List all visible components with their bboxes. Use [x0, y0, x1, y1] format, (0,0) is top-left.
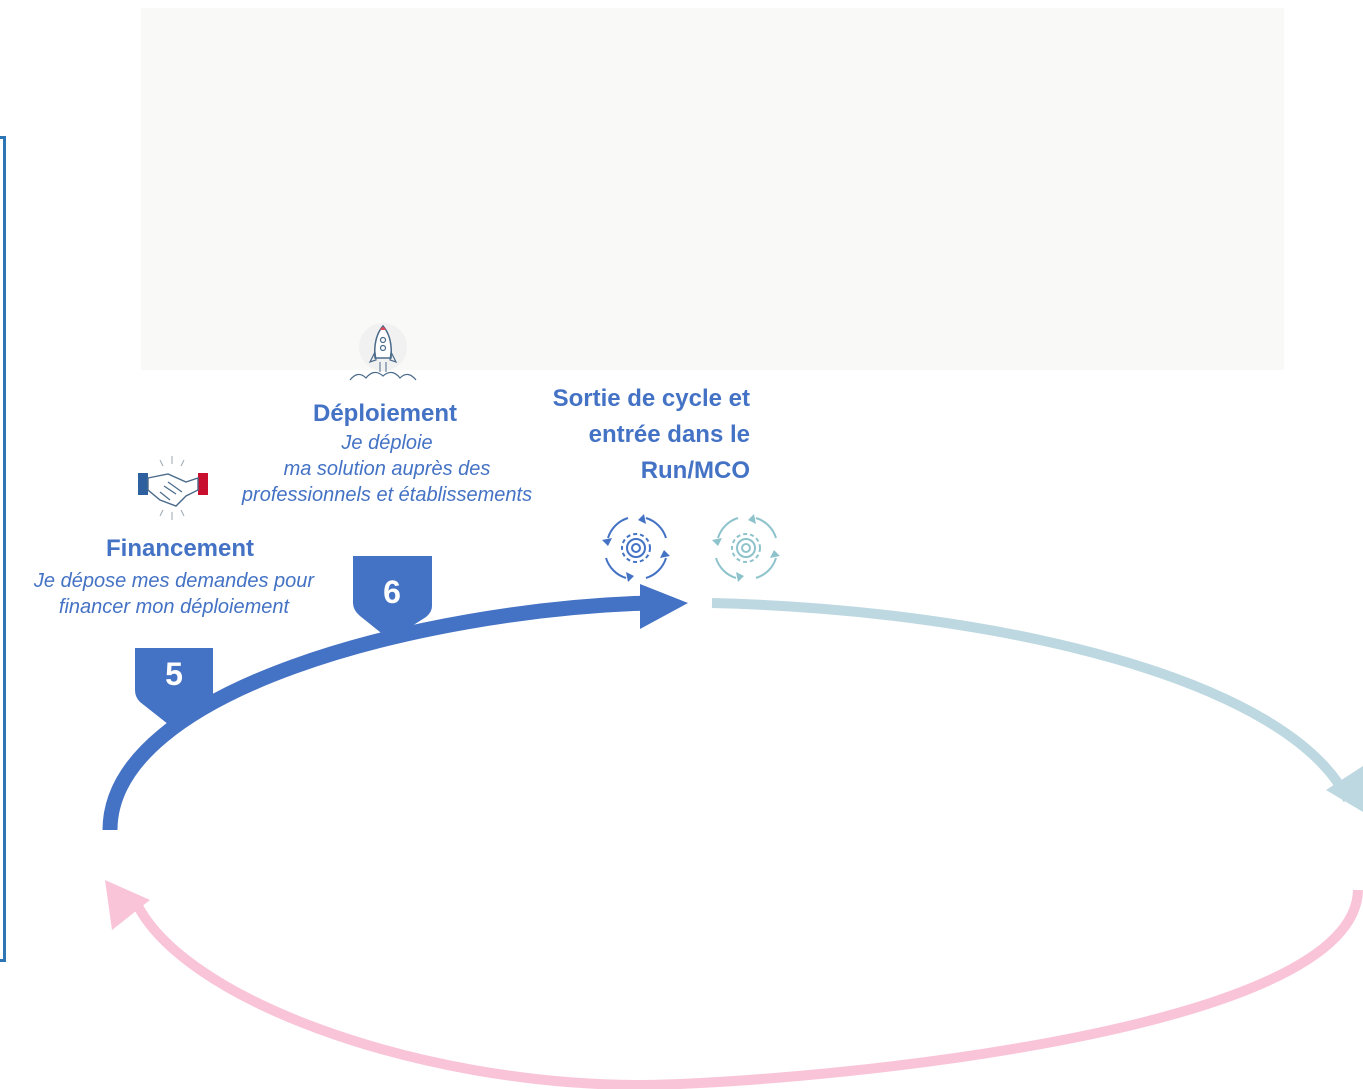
gear-cycle-icon-upcoming: [712, 514, 780, 582]
deploiement-description: Je déploie ma solution auprès des profes…: [192, 430, 582, 508]
deploiement-title: Déploiement: [312, 400, 458, 427]
deploiement-description-line3: professionnels et établissements: [241, 484, 533, 506]
active-arc: [102, 595, 649, 831]
exit-title-line2: entrée dans le: [588, 421, 750, 448]
financement-description: Je dépose mes demandes pour financer mon…: [33, 570, 315, 618]
step-6-number: 6: [383, 574, 401, 610]
step-6-marker: [353, 556, 432, 640]
return-arrow-head: [105, 880, 150, 930]
exit-title: Sortie de cycle et entrée dans le Run/MC…: [470, 381, 750, 489]
upcoming-arc: [711, 598, 1353, 803]
active-arrow-head: [640, 584, 688, 629]
rocket-icon: [349, 323, 417, 381]
return-arc: [130, 889, 1363, 1089]
upcoming-arrow-head: [1326, 766, 1363, 812]
gear-cycle-icon-active: [602, 514, 670, 582]
exit-title-line1: Sortie de cycle et: [552, 385, 750, 412]
handshake-icon: [138, 456, 208, 520]
deploiement-description-line2: ma solution auprès des: [283, 458, 491, 480]
step-5-number: 5: [165, 656, 183, 692]
deploiement-description-line1: Je déploie: [341, 432, 433, 454]
exit-title-line3: Run/MCO: [640, 457, 750, 484]
background-panel: [141, 8, 1284, 370]
left-bracket: [0, 136, 6, 962]
step-5-marker: [135, 648, 213, 732]
financement-title: Financement: [105, 535, 255, 562]
